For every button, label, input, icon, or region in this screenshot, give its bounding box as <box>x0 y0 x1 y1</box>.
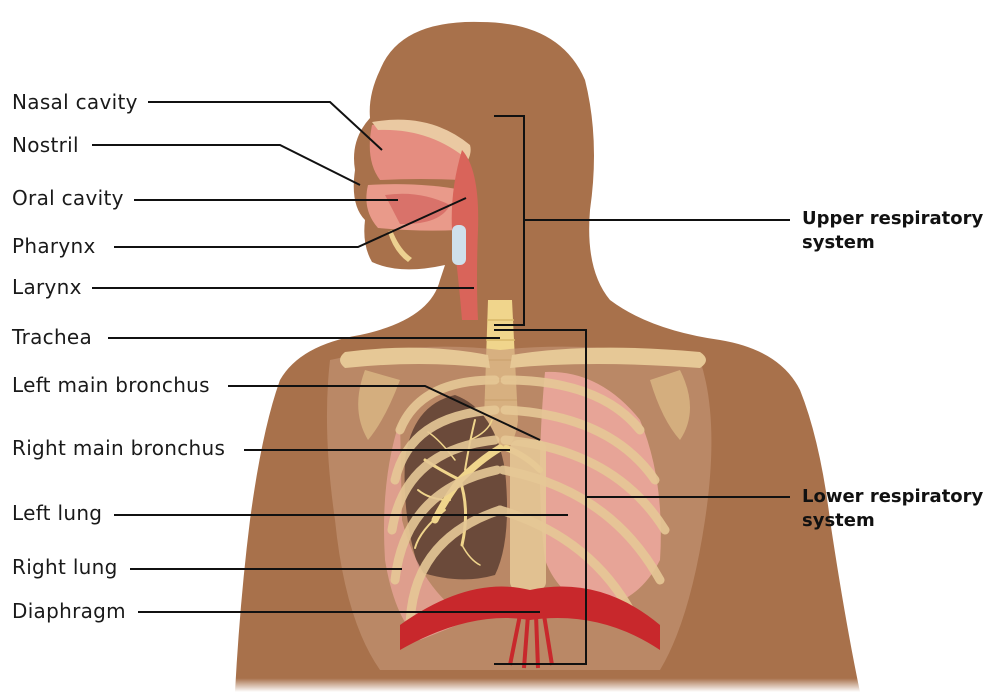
label-oral-cavity: Oral cavity <box>12 188 124 208</box>
label-trachea: Trachea <box>12 327 92 347</box>
label-pharynx: Pharynx <box>12 236 96 256</box>
label-right-lung: Right lung <box>12 557 118 577</box>
larynx-cartilage <box>452 225 466 265</box>
upper-respiratory-line2: system <box>802 231 983 255</box>
leader-nostril <box>92 145 360 185</box>
upper-respiratory-label: Upper respiratory system <box>802 207 983 255</box>
label-left-main-bronchus: Left main bronchus <box>12 375 210 395</box>
label-left-lung: Left lung <box>12 503 102 523</box>
lower-respiratory-label: Lower respiratory system <box>802 485 983 533</box>
label-larynx: Larynx <box>12 277 82 297</box>
label-nasal-cavity: Nasal cavity <box>12 92 138 112</box>
label-diaphragm: Diaphragm <box>12 601 126 621</box>
leader-nasal-cavity <box>148 102 382 150</box>
lower-respiratory-line1: Lower respiratory <box>802 485 983 509</box>
label-right-main-bronchus: Right main bronchus <box>12 438 225 458</box>
upper-respiratory-line1: Upper respiratory <box>802 207 983 231</box>
lower-respiratory-line2: system <box>802 509 983 533</box>
label-nostril: Nostril <box>12 135 79 155</box>
